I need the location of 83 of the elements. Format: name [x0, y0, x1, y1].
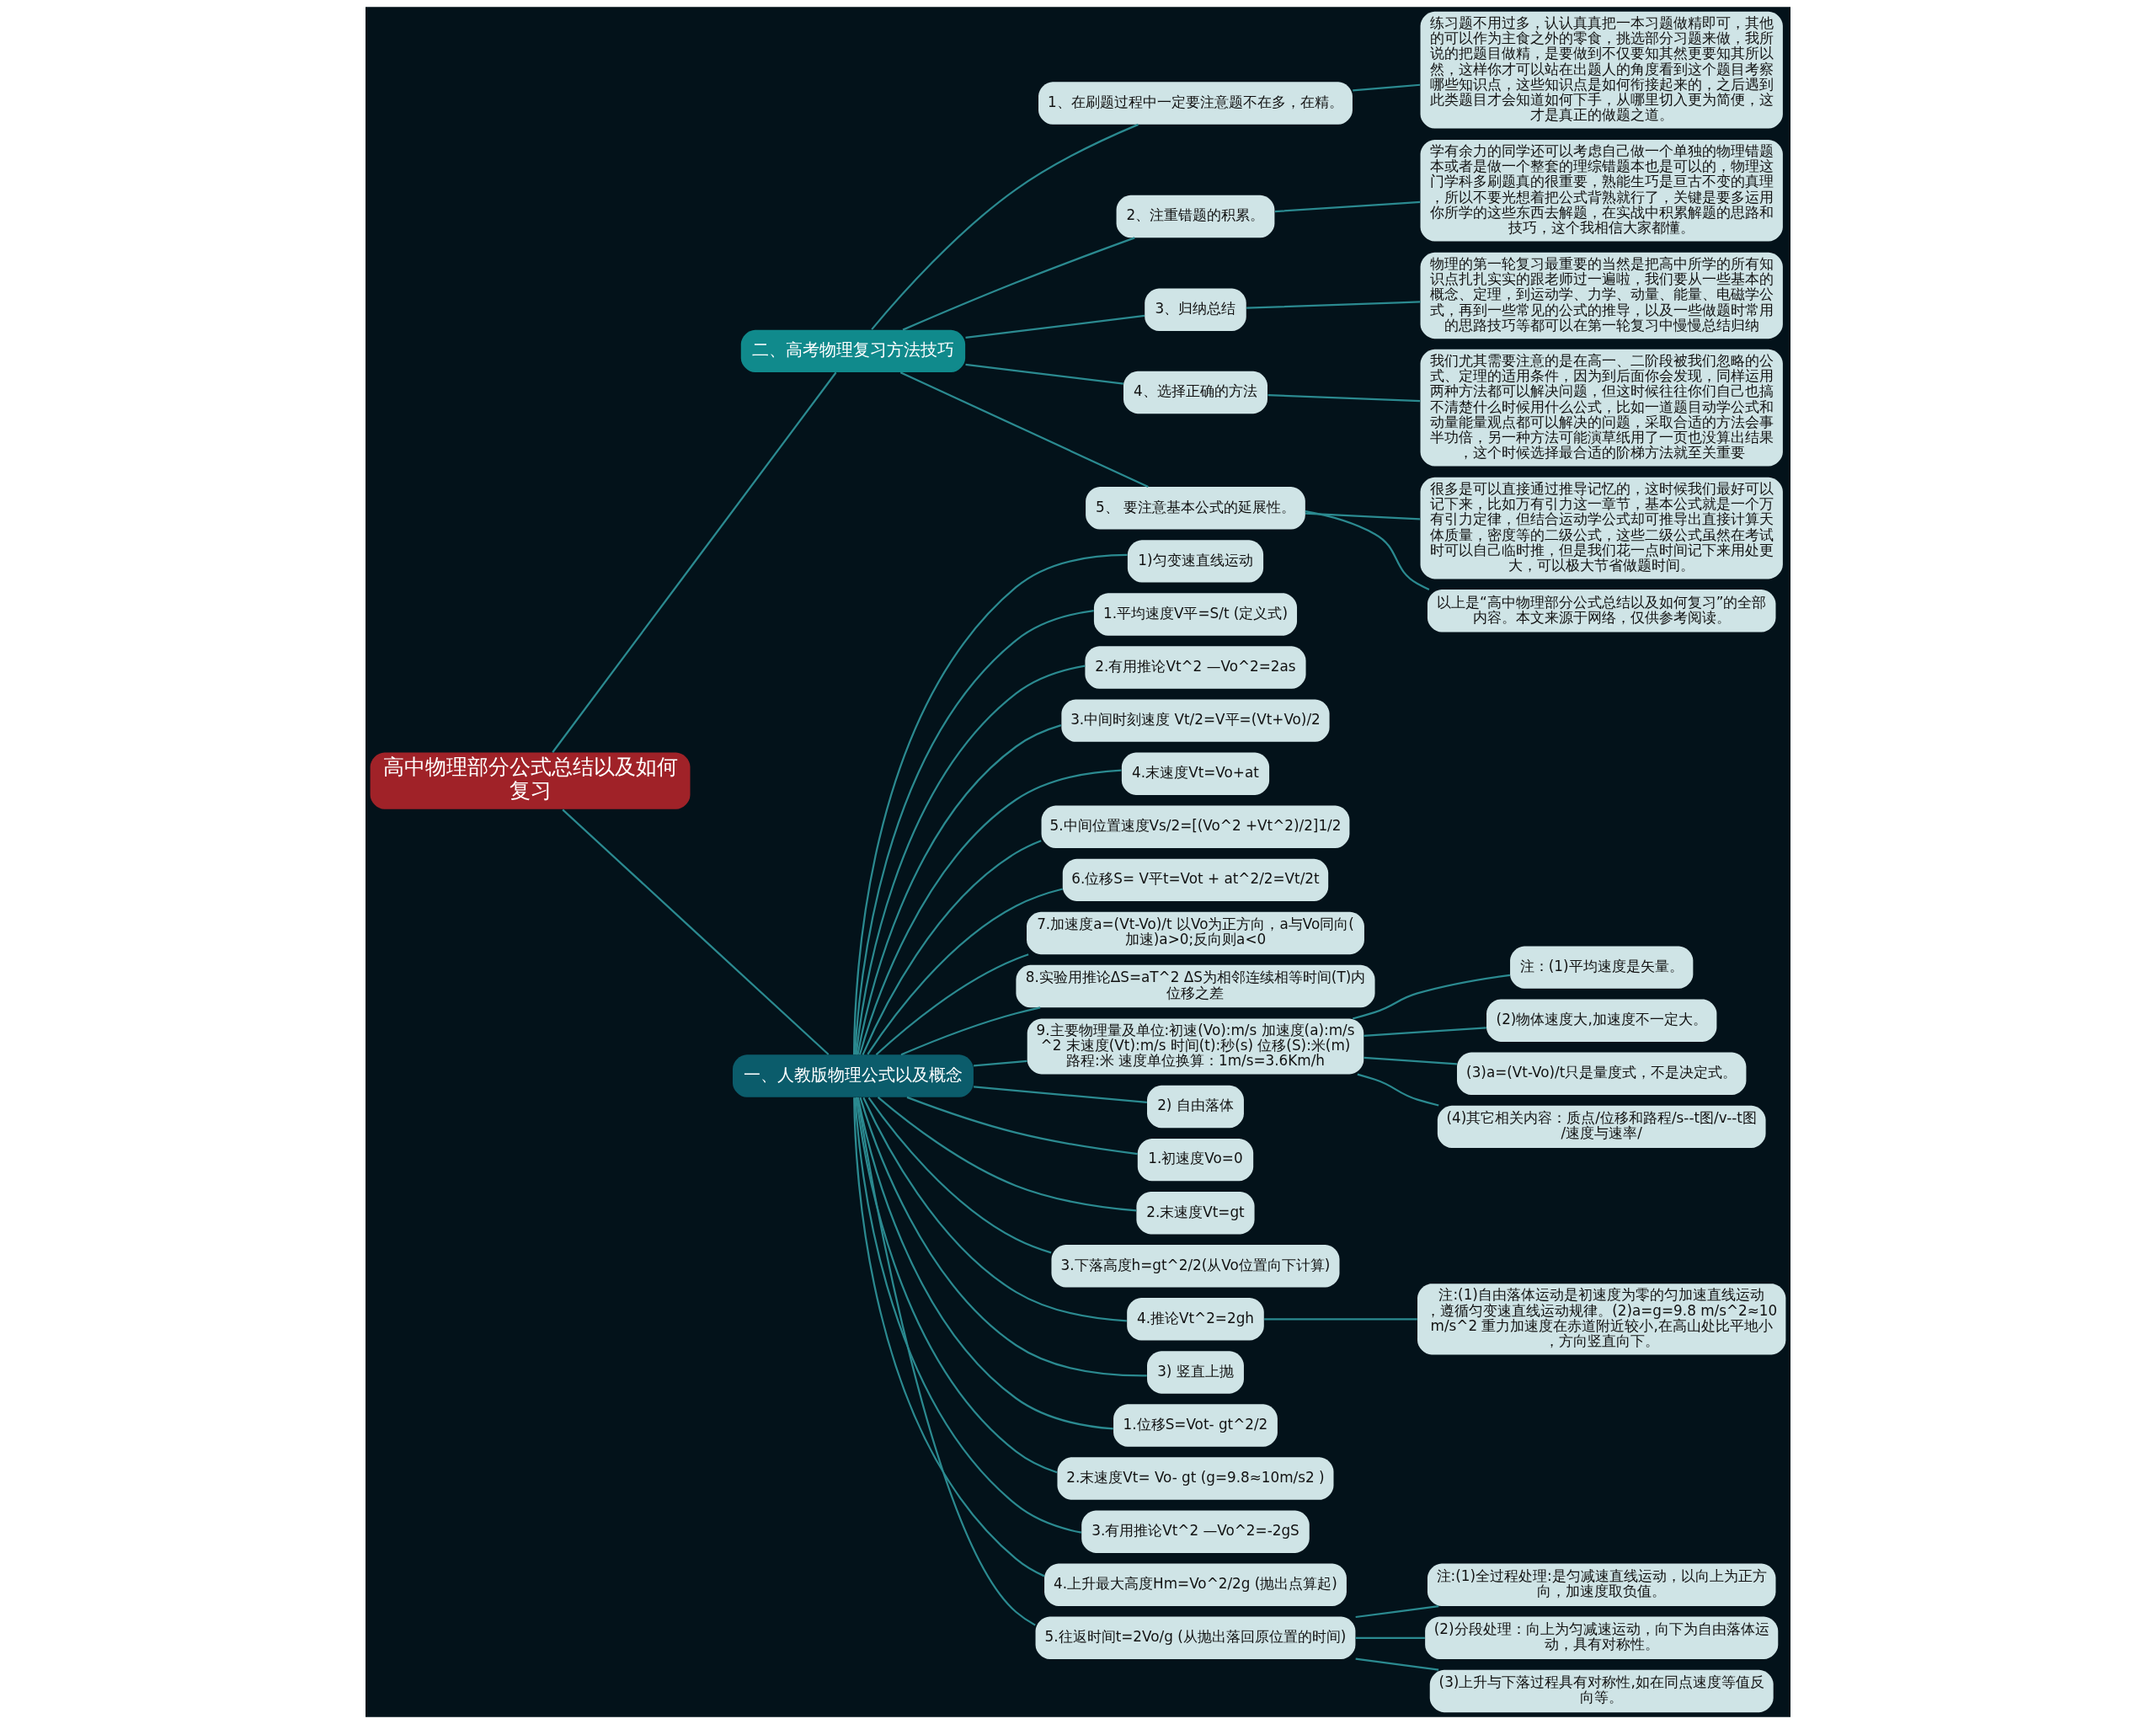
connector — [875, 953, 1029, 1056]
node-box: 4、选择正确的方法 — [1123, 371, 1267, 414]
node-box: 4.上升最大高度Hm=Vo^2/2g (抛出点算起) — [1044, 1563, 1347, 1606]
connector — [1353, 83, 1421, 92]
node-box: 注:(1)全过程处理:是匀减速直线运动，以向上为正方向，加速度取负值。 — [1427, 1563, 1776, 1606]
connector — [1355, 1636, 1425, 1639]
node-box: 1.位移S=Vot- gt^2/2 — [1113, 1404, 1278, 1447]
node-box: 练习题不用过多，认认真真把一本习题做精即可，其他的可以作为主食之外的零食，挑选部分习题来做，我所说的把题目做精，是要做到不仅要知其然更要知其所以然，这样你才可以站在出题人的角度看到这个题目考察哪些知识点，这些知识点是如何衔接起来的，之后遇到此类题目才会知道如何下手，从哪里切入更为简便，这才是真正的做题之道。 — [1420, 11, 1783, 129]
node-box: 7.加速度a=(Vt-Vo)/t 以Vo为正方向，a与Vo同向(加速)a>0;反向则a<0 — [1027, 911, 1364, 955]
node-box: 学有余力的同学还可以考虑自己做一个单独的物理错题本或者是做一个整套的理综错题本也是可以的，物理这门学科多刷题真的很重要，熟能生巧是亘古不变的真理，所以不要光想着把公式背熟就行了，关键是要多运用你所学的这些东西去解题，在实战中积累解题的思路和技巧，这个我相信大家都懂。 — [1420, 139, 1783, 242]
node-box: 物理的第一轮复习最重要的当然是把高中所学的所有知识点扎扎实实的跟老师过一遍啦，我们要从一些基本的概念、定理，到运动学、力学、动量、能量、电磁学公式，再到一些常见的公式的推导，以及一些做题时常用的思路技巧等都可以在第一轮复习中慢慢总结归纳 — [1420, 252, 1783, 339]
node-box: 很多是可以直接通过推导记忆的，这时候我们最好可以记下来，比如万有引力这一章节，基本公式就是一个万有引力定律，但结合运动学公式却可推导出直接计算天体质量，密度等的二级公式，这些二级公式虽然在考试时可以自己临时推，但是我们花一点时间记下来用处更大，可以极大节省做题时间。 — [1420, 477, 1783, 579]
node-box: (2)物体速度大,加速度不一定大。 — [1486, 999, 1717, 1042]
connector — [854, 610, 1094, 1055]
node-box: 1.初速度Vo=0 — [1137, 1138, 1254, 1182]
connector — [862, 840, 1042, 1055]
node-box: 3.中间时刻速度 Vt/2=V平=(Vt+Vo)/2 — [1061, 699, 1330, 742]
connector — [854, 1097, 1082, 1534]
connector — [965, 314, 1145, 339]
node-box: 一、人教版物理公式以及概念 — [732, 1054, 974, 1097]
node-box: 2.有用推论Vt^2 —Vo^2=2as — [1085, 646, 1306, 689]
connector — [1357, 1073, 1439, 1107]
connector — [877, 1096, 1137, 1212]
node-box: 2.末速度Vt= Vo- gt (g=9.8≈10m/s2 ) — [1057, 1457, 1334, 1500]
connector — [562, 809, 830, 1055]
node-box: 注：(1)平均速度是矢量。 — [1510, 946, 1694, 989]
node-box: 2、注重错题的积累。 — [1116, 195, 1275, 238]
connector — [1364, 1056, 1457, 1065]
connector — [552, 371, 837, 753]
node-box: 5.中间位置速度Vs/2=[(Vo^2 +Vt^2)/2]1/2 — [1041, 805, 1350, 849]
connector — [1355, 1604, 1439, 1619]
node-box: 8.实验用推论ΔS=aT^2 ΔS为相邻连续相等时间(T)内位移之差 — [1016, 964, 1375, 1008]
node-box: (3)上升与下落过程具有对称性,如在同点速度等值反向等。 — [1429, 1669, 1774, 1713]
node-box: 注:(1)自由落体运动是初速度为零的匀加速直线运动，遵循匀变速直线运动规律。(2)a=g=9.8 m/s^2≈10m/s^2 重力加速度在赤道附近较小,在高山处比平地小，方向竖直向下。 — [1417, 1284, 1786, 1355]
connector — [855, 665, 1086, 1055]
node-box: 我们尤其需要注意的是在高一、二阶段被我们忽略的公式、定理的适用条件，因为到后面你会发现，同样运用两种方法都可以解决问题，但这时候往往你们自己也搞不清楚什么时候用什么公式，比如一道题目动学公式和动量能量观点都可以解决的问题，采取合适的方法会事半功倍，另一种方法可能演草纸用了一页也没算出结果，这个时候选择最合适的阶梯方法就至关重要 — [1420, 349, 1783, 467]
connector — [1364, 1027, 1486, 1037]
connector — [862, 1097, 1127, 1322]
connector — [974, 1086, 1147, 1104]
connector — [867, 888, 1063, 1055]
node-box: 2.末速度Vt=gt — [1136, 1191, 1255, 1235]
node-box: 4.末速度Vt=Vo+at — [1121, 752, 1270, 795]
node-box: 高中物理部分公式总结以及如何复习 — [370, 752, 691, 809]
connector — [1355, 1657, 1439, 1671]
node-box: 9.主要物理量及单位:初速(Vo):m/s 加速度(a):m/s^2 末速度(Vt):m/s 时间(t):秒(s) 位移(S):米(m) 路程:米 速度单位换算：1m/s=3.6Km/h — [1027, 1018, 1364, 1075]
connector — [902, 237, 1135, 331]
connector — [1352, 974, 1511, 1020]
node-box: 4.推论Vt^2=2gh — [1127, 1298, 1264, 1341]
connector — [900, 1006, 1041, 1056]
node-box: 5、 要注意基本公式的延展性。 — [1086, 487, 1305, 530]
node-box: 6.位移S= V平t=Vot + at^2/2=Vt/2t — [1062, 858, 1329, 902]
connector — [1267, 394, 1421, 403]
node-box: (3)a=(Vt-Vo)/t只是量度式，不是决定式。 — [1457, 1052, 1747, 1095]
node-box: 3) 竖直上抛 — [1147, 1351, 1244, 1394]
node-box: 1、在刷题过程中一定要注意题不在多，在精。 — [1038, 82, 1353, 125]
connector — [1264, 1318, 1417, 1321]
connector — [899, 371, 1149, 488]
connector — [852, 553, 1128, 1055]
node-box: (4)其它相关内容：质点/位移和路程/s--t图/v--t图/速度与速率/ — [1437, 1105, 1766, 1149]
node-box: (2)分段处理：向上为匀减速运动，向下为自由落体运动，具有对称性。 — [1425, 1616, 1779, 1660]
connector — [1274, 200, 1421, 213]
node-box: 3、归纳总结 — [1145, 288, 1246, 332]
node-box: 二、高考物理复习方法技巧 — [740, 329, 966, 373]
connector — [867, 1097, 1052, 1254]
node-box: 3.有用推论Vt^2 —Vo^2=-2gS — [1081, 1510, 1310, 1553]
connector — [1246, 301, 1421, 309]
connector — [1305, 512, 1421, 520]
connector — [1305, 510, 1430, 590]
connector — [855, 1097, 1058, 1474]
node-box: 以上是“高中物理部分公式总结以及如何复习”的全部内容。本文来源于网络，仅供参考阅读。 — [1427, 590, 1776, 632]
connector — [857, 724, 1062, 1055]
connector — [857, 1097, 1113, 1430]
connector — [965, 363, 1123, 385]
connector — [906, 1096, 1138, 1156]
node-box: 3.下落高度h=gt^2/2(从Vo位置向下计算) — [1051, 1245, 1340, 1288]
node-box: 1)匀变速直线运动 — [1127, 540, 1264, 583]
node-box: 1.平均速度V平=S/t (定义式) — [1093, 593, 1298, 636]
connector — [859, 1097, 1147, 1377]
connector — [871, 123, 1139, 330]
node-box: 2) 自由落体 — [1147, 1085, 1244, 1129]
node-box: 5.往返时间t=2Vo/g (从抛出落回原位置的时间) — [1035, 1616, 1356, 1660]
connector — [858, 769, 1122, 1055]
connector — [974, 1059, 1027, 1067]
